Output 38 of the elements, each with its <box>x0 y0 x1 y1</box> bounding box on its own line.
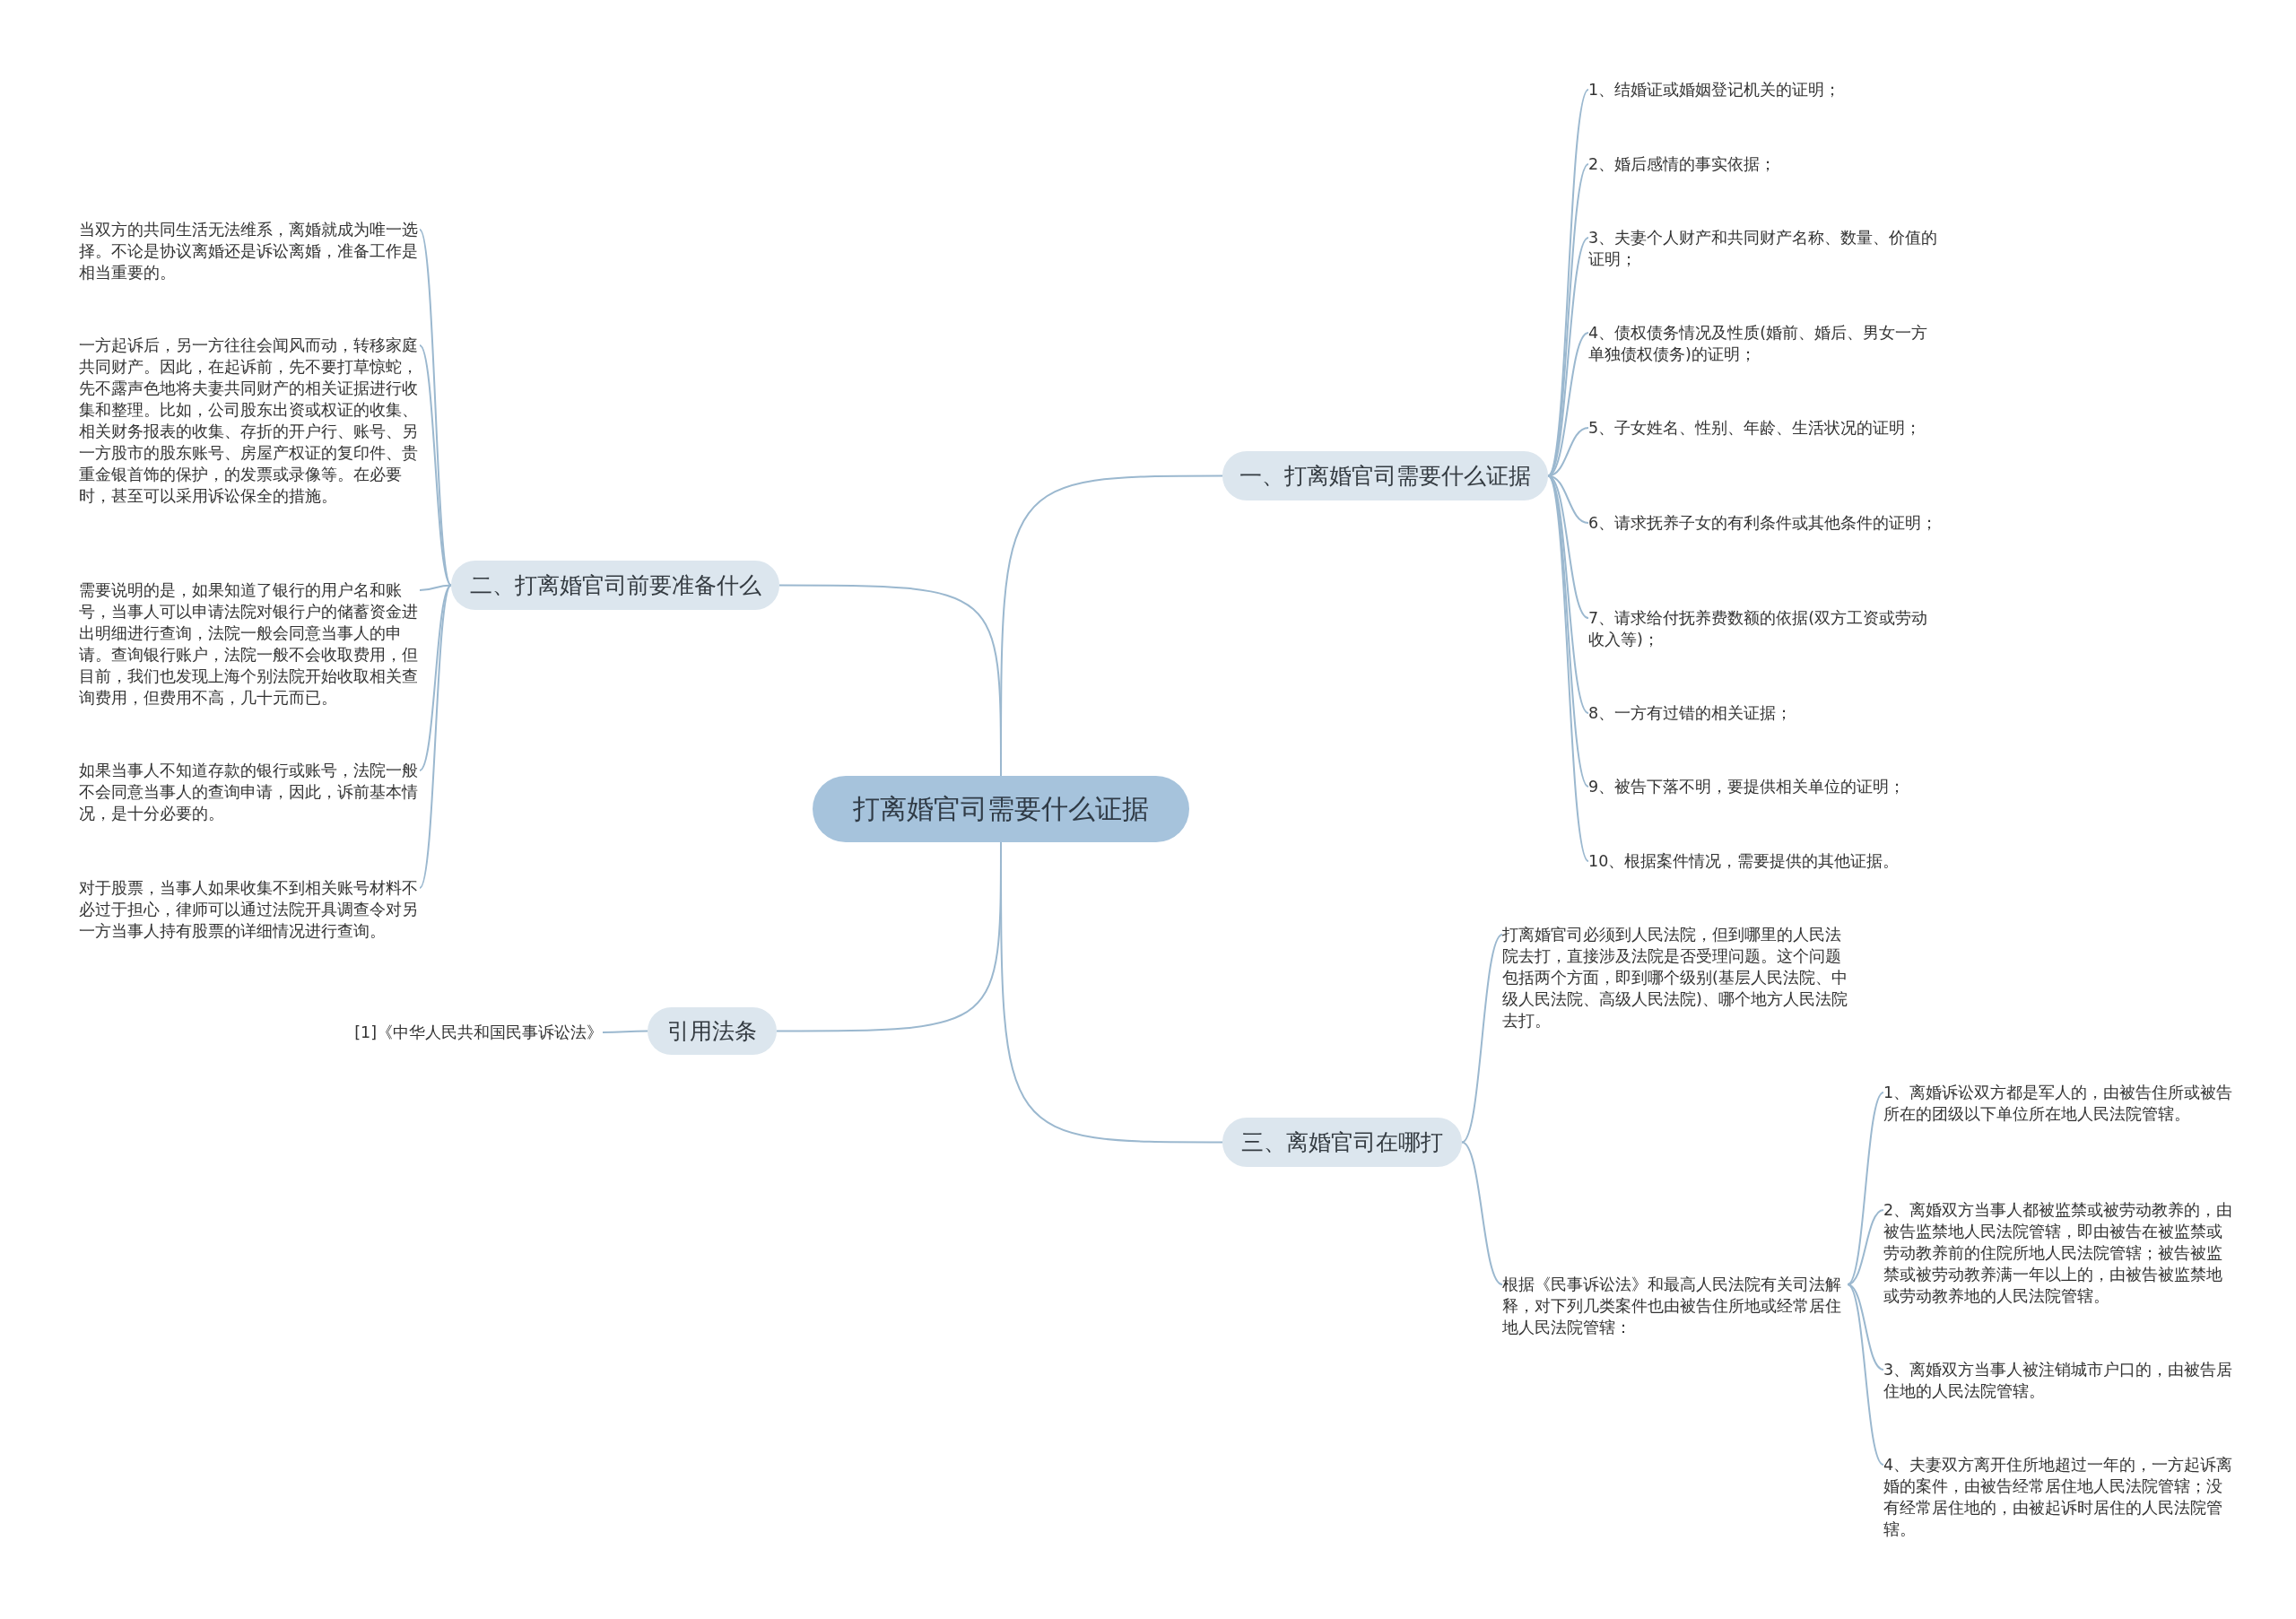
note-text: 7、请求给付抚养费数额的依据(双方工资或劳动收入等)； <box>1588 607 1938 650</box>
connector-line <box>419 344 452 587</box>
connector-line <box>419 584 452 591</box>
note-text: 5、子女姓名、性别、年龄、生活状况的证明； <box>1588 417 1938 439</box>
note-text: 打离婚官司必须到人民法院，但到哪里的人民法院去打，直接涉及法院是否受理问题。这个问题包括两个方面，即到哪个级别(基层人民法院、中级人民法院、高级人民法院)、哪个地方人民法院去打。 <box>1502 924 1848 1031</box>
note-text: 如果当事人不知道存款的银行或账号，法院一般不会同意当事人的查询申请，因此，诉前基本情况，是十分必要的。 <box>79 760 420 824</box>
note-text: 1、结婚证或婚姻登记机关的证明； <box>1588 79 1938 100</box>
note-text: 4、债权债务情况及性质(婚前、婚后、男女一方单独债权债务)的证明； <box>1588 322 1938 365</box>
note-text: 8、一方有过错的相关证据； <box>1588 702 1938 724</box>
note-text: 9、被告下落不明，要提供相关单位的证明； <box>1588 776 1938 797</box>
connector-line <box>602 1030 648 1033</box>
note-text: 需要说明的是，如果知道了银行的用户名和账号，当事人可以申请法院对银行户的储蓄资金进出明细进行查询，法院一般会同意当事人的申请。查询银行账户，法院一般不会收取费用，但目前，我们也发现上海个别法院开始收取相关查询费用，但费用不高，几十元而已。 <box>79 579 420 709</box>
connector-line <box>1847 1284 1884 1466</box>
connector-line <box>419 584 452 889</box>
note-text: 2、婚后感情的事实依据； <box>1588 153 1938 175</box>
note-text: 当双方的共同生活无法维系，离婚就成为唯一选择。不论是协议离婚还是诉讼离婚，准备工作是相当重要的。 <box>79 219 420 283</box>
connector-line <box>419 584 452 771</box>
note-text: 10、根据案件情况，需要提供的其他证据。 <box>1588 850 1938 872</box>
note-text: 2、离婚双方当事人都被监禁或被劳动教养的，由被告监禁地人民法院管辖，即由被告在被监禁或劳动教养前的住院所地人民法院管辖；被告被监禁或被劳动教养满一年以上的，由被告被监禁地或劳动教养地的人民法院管辖。 <box>1883 1199 2233 1307</box>
central-topic: 打离婚官司需要什么证据 <box>813 776 1189 842</box>
connector-line <box>1547 474 1589 862</box>
note-text: 3、夫妻个人财产和共同财产名称、数量、价值的证明； <box>1588 227 1938 270</box>
note-text: 4、夫妻双方离开住所地超过一年的，一方起诉离婚的案件，由被告经常居住地人民法院管辖；没有经常居住地的，由被起诉时居住的人民法院管辖。 <box>1883 1454 2233 1540</box>
note-text: 6、请求抚养子女的有利条件或其他条件的证明； <box>1588 512 1938 534</box>
note-text: [1]《中华人民共和国民事诉讼法》 <box>334 1022 603 1043</box>
note-text: 对于股票，当事人如果收集不到相关账号材料不必过于担心，律师可以通过法院开具调查令对另一方当事人持有股票的详细情况进行查询。 <box>79 877 420 942</box>
branch-topic: 二、打离婚官司前要准备什么 <box>451 561 779 610</box>
branch-topic: 三、离婚官司在哪打 <box>1222 1118 1462 1167</box>
branch-topic: 引用法条 <box>648 1007 777 1055</box>
note-text: 一方起诉后，另一方往往会闻风而动，转移家庭共同财产。因此，在起诉前，先不要打草惊蛇，先不露声色地将夫妻共同财产的相关证据进行收集和整理。比如，公司股东出资或权证的收集、相关财务报表的收集、存折的开户行、账号、另一方股市的股东账号、房屋产权证的复印件、贵重金银首饰的保护，的发票或录像等。在必要时，甚至可以采用诉讼保全的措施。 <box>79 335 420 507</box>
note-text: 3、离婚双方当事人被注销城市户口的，由被告居住地的人民法院管辖。 <box>1883 1359 2233 1402</box>
connector-line <box>1461 934 1503 1144</box>
connector-line <box>1461 1141 1503 1285</box>
connector-line <box>1847 1209 1884 1285</box>
connector-line <box>1847 1092 1884 1285</box>
branch-topic: 一、打离婚官司需要什么证据 <box>1222 451 1548 500</box>
note-text: 1、离婚诉讼双方都是军人的，由被告住所或被告所在的团级以下单位所在地人民法院管辖。 <box>1883 1082 2233 1125</box>
note-text: 根据《民事诉讼法》和最高人民法院有关司法解释，对下列几类案件也由被告住所地或经常居住地人民法院管辖： <box>1502 1274 1848 1338</box>
